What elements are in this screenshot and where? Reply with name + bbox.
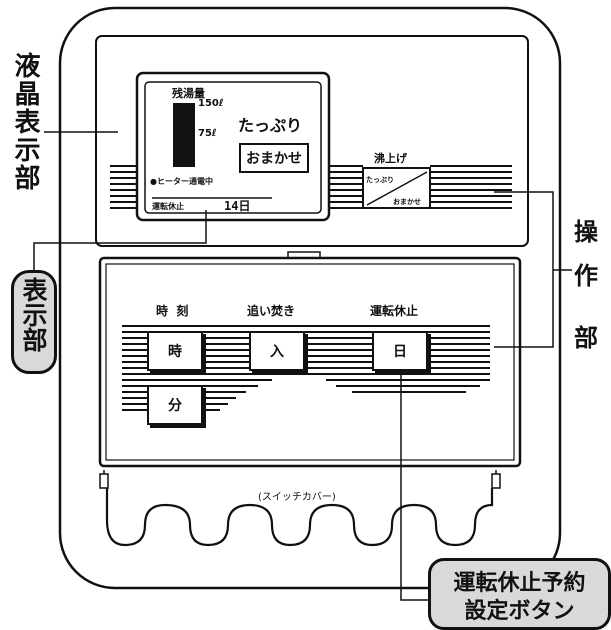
level-75: 75ℓ xyxy=(198,128,217,139)
right-clip xyxy=(491,473,501,489)
operation-label-1: 操 xyxy=(574,218,598,246)
reservation-leader xyxy=(400,348,430,601)
reheat-button[interactable]: 入 xyxy=(249,331,305,371)
suspend-days: 14日 xyxy=(224,199,251,213)
boil-heading: 沸上げ xyxy=(374,152,407,165)
boil-switch-slash xyxy=(366,171,428,206)
display-section-pill: 表示部 xyxy=(11,270,57,374)
suspend-label: 運転休止 xyxy=(152,202,184,211)
reservation-label-line2: 設定ボタン xyxy=(464,599,575,624)
minute-button[interactable]: 分 xyxy=(147,385,203,425)
reservation-label-line1: 運転休止予約 xyxy=(453,571,586,596)
cover-scallop-edge xyxy=(105,488,494,547)
suspend-heading: 運転休止 xyxy=(370,304,419,318)
remaining-label: 残湯量 xyxy=(172,87,205,100)
heater-indicator: ●ヒーター通電中 xyxy=(150,177,213,186)
level-150: 150ℓ xyxy=(198,98,224,109)
day-button[interactable]: 日 xyxy=(372,331,428,371)
lcd-section-label: 液晶表示部 xyxy=(10,52,40,192)
clock-heading: 時 刻 xyxy=(156,304,189,318)
remaining-water-bar xyxy=(173,103,195,167)
switch-cover-caption: (スイッチカバー) xyxy=(258,492,336,503)
switch-cover-inner xyxy=(105,263,515,461)
display-section-label: 表示部 xyxy=(19,277,48,352)
boil-switch-bottom[interactable]: おまかせ xyxy=(393,198,421,206)
hour-button[interactable]: 時 xyxy=(147,331,203,371)
upper-stripes xyxy=(110,165,512,209)
left-clip xyxy=(99,473,109,489)
boil-switch-top[interactable]: たっぷり xyxy=(366,176,394,184)
operation-label-2: 作 xyxy=(574,262,598,290)
mode-auto: おまかせ xyxy=(246,151,302,167)
mode-auto-box xyxy=(239,143,309,173)
mode-plenty: たっぷり xyxy=(238,116,303,135)
reservation-button-pill: 運転休止予約 設定ボタン xyxy=(428,558,611,630)
display-leader xyxy=(33,210,207,270)
reheat-heading: 追い焚き xyxy=(247,304,296,318)
operation-label-3: 部 xyxy=(574,324,598,352)
